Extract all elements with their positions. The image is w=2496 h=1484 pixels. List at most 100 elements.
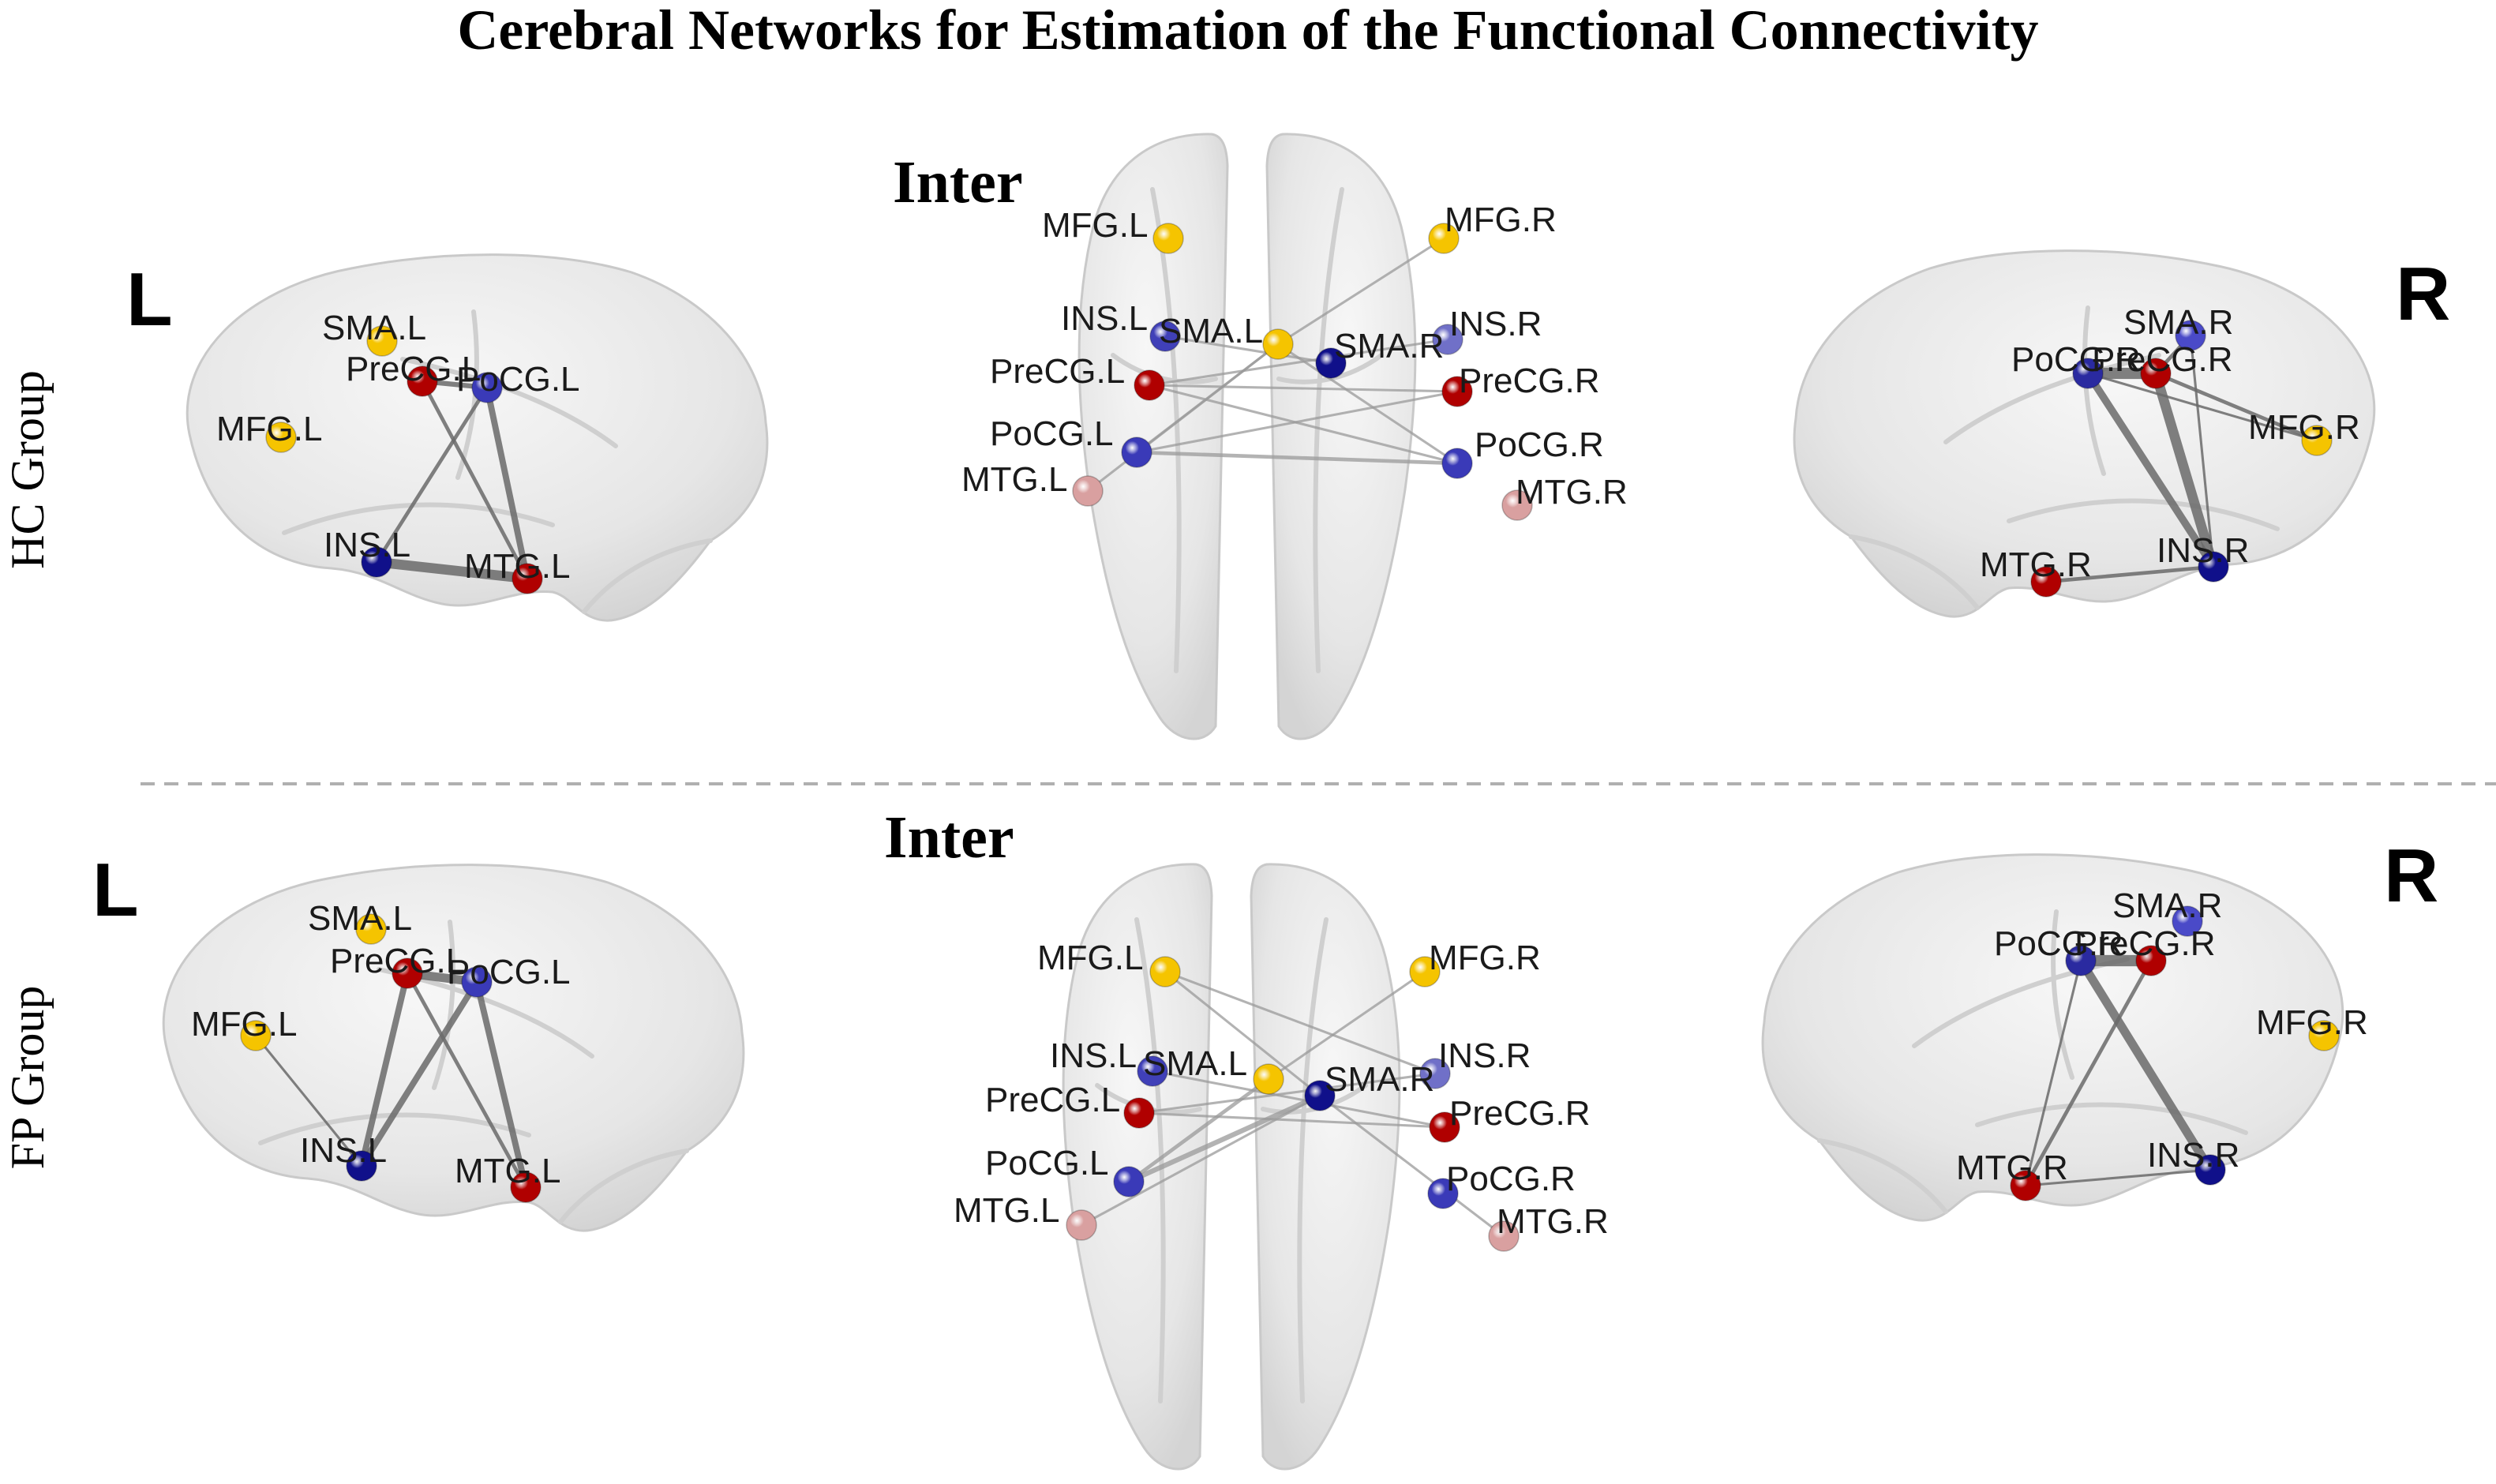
edge-mtg-r-ins-r: [2024, 1168, 2212, 1187]
edge-precg-l-precg-r: [1137, 1111, 1446, 1129]
edge-precg-l-pocg-r: [1148, 384, 1459, 465]
edge-pocg-r-mfg-r: [2086, 372, 2318, 442]
node-label-sma-l: SMA.L: [322, 309, 426, 347]
node-sma-r: [1315, 347, 1347, 379]
edge-ins-l-mtg-l: [371, 556, 533, 584]
node-mfg-r: [1409, 956, 1441, 987]
node-label-mfg-l: MFG.L: [216, 410, 322, 448]
node-mtg-r: [2010, 1170, 2041, 1201]
node-label-ins-l: INS.L: [324, 526, 410, 564]
edge-pocg-l-sma-r: [1126, 1092, 1323, 1185]
node-layer: [265, 325, 543, 594]
hemisphere-outline: [1077, 133, 1229, 740]
edge-mtg-l-sma-r: [1080, 1094, 1321, 1227]
node-sma-l: [1262, 328, 1294, 360]
edge-precg-l-precg-r: [1148, 384, 1459, 393]
node-ins-r: [2198, 551, 2229, 583]
node-label-precg-r: PreCG.R: [2092, 340, 2232, 379]
edge-pocg-l-sma-l: [1126, 1077, 1271, 1184]
fp-left-side-label: L: [92, 848, 139, 932]
node-pocg-l: [471, 372, 503, 403]
node-label-mtg-r: MTG.R: [1956, 1149, 2068, 1187]
brain-sulcus: [1297, 917, 1329, 1403]
node-label-sma-l: SMA.L: [1143, 1044, 1247, 1083]
node-label-mfg-l: MFG.L: [191, 1005, 297, 1044]
node-label-ins-r: INS.R: [1438, 1036, 1531, 1075]
node-layer: [1072, 223, 1533, 521]
brain-sulcus: [1817, 1138, 1948, 1214]
node-sma-r: [2172, 905, 2203, 937]
edge-mfg-l-ins-l: [254, 1034, 363, 1167]
hemisphere-outline: [1265, 133, 1417, 740]
node-label-ins-r: INS.R: [2157, 531, 2249, 570]
hc-right-brain: [1793, 249, 2376, 618]
node-precg-r: [2140, 358, 2172, 389]
node-label-mtg-l: MTG.L: [961, 460, 1067, 499]
edge-layer: [1086, 237, 1460, 493]
node-pocg-l: [461, 966, 493, 998]
hc-right-side-label: R: [2396, 252, 2450, 336]
edge-pocg-l-ins-l: [358, 979, 480, 1169]
node-precg-r: [1441, 376, 1473, 407]
node-mtg-r: [1501, 489, 1533, 521]
node-mtg-l: [510, 1171, 542, 1203]
edge-layer: [1080, 970, 1505, 1238]
group-label-fp: FP Group: [2, 986, 54, 1170]
brain-sulcus: [1111, 353, 1218, 384]
node-label-pocg-r: PoCG.R: [1475, 425, 1604, 464]
node-precg-l: [407, 365, 438, 397]
node-mtg-r: [1488, 1220, 1520, 1252]
edge-ins-r-precg-l: [1148, 338, 1449, 387]
node-ins-l: [361, 546, 392, 578]
brain-sulcus: [1975, 1102, 2248, 1135]
node-label-mfg-l: MFG.L: [1037, 939, 1143, 977]
edge-sma-l-pocg-r: [1276, 343, 1459, 465]
edge-sma-r-ins-r: [2189, 334, 2215, 568]
node-pocg-l: [1121, 437, 1152, 468]
node-label-pocg-r: PoCG.R: [2011, 340, 2141, 379]
node-label-sma-l: SMA.L: [1159, 312, 1263, 350]
node-label-mtg-l: MTG.L: [954, 1191, 1059, 1230]
node-label-sma-l: SMA.L: [308, 899, 412, 938]
node-layer: [2010, 905, 2340, 1201]
node-precg-r: [2135, 945, 2167, 976]
hc-inter-brain: [1077, 133, 1417, 740]
brain-sulcus: [2082, 305, 2106, 476]
node-label-mfg-l: MFG.L: [1042, 206, 1148, 245]
node-label-sma-r: SMA.R: [2112, 886, 2222, 925]
hc-inter-view-label: Inter: [893, 149, 1023, 215]
edge-pocg-l-precg-r: [1135, 390, 1459, 454]
edge-pocg-l-pocg-r: [1134, 450, 1460, 466]
node-precg-l: [392, 957, 423, 989]
node-label-pocg-l: PoCG.L: [985, 1144, 1109, 1182]
node-mfg-r: [2301, 425, 2333, 456]
node-label-mfg-r: MFG.R: [1429, 939, 1541, 977]
brain-sulcus: [582, 538, 713, 614]
brain-sulcus: [400, 357, 618, 448]
edge-mfg-l-sma-r: [1164, 970, 1321, 1097]
node-ins-r: [1432, 324, 1463, 355]
node-mfg-r: [2308, 1020, 2340, 1051]
node-label-mfg-r: MFG.R: [2248, 408, 2360, 447]
node-mfg-l: [240, 1020, 272, 1051]
node-label-ins-l: INS.L: [1050, 1036, 1137, 1075]
edge-mtg-l-sma-l: [1086, 343, 1280, 493]
node-ins-r: [1419, 1058, 1451, 1089]
node-ins-r: [2194, 1154, 2226, 1186]
hemisphere-outline: [1062, 863, 1213, 1471]
node-label-precg-r: PreCG.R: [1459, 362, 1599, 400]
node-label-ins-r: INS.R: [1449, 305, 1542, 343]
brain-sulcus: [2007, 498, 2280, 531]
node-sma-r: [1304, 1080, 1336, 1111]
brain-sulcus: [432, 920, 455, 1090]
edge-mtg-r-ins-r: [2044, 564, 2216, 584]
edge-mfg-l-ins-r: [1164, 970, 1437, 1075]
node-precg-r: [1429, 1111, 1460, 1143]
node-sma-l: [366, 325, 398, 357]
node-label-precg-l: PreCG.L: [985, 1081, 1120, 1119]
brain-sulcus: [1849, 534, 1980, 610]
